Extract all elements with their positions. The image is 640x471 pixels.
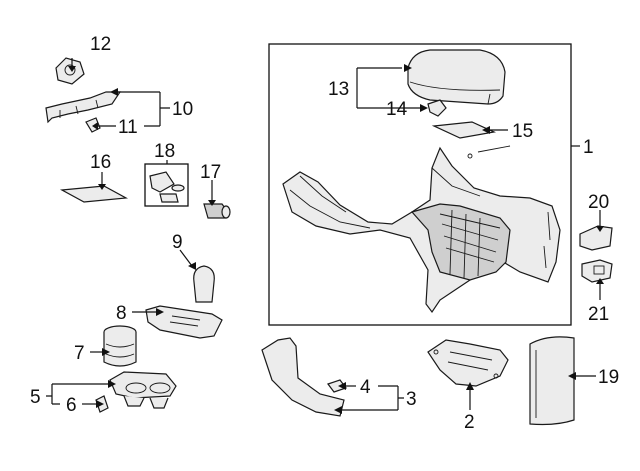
callout-19: 19	[598, 367, 619, 388]
end-panel-19	[529, 336, 575, 426]
callout-20: 20	[588, 192, 609, 213]
pin-detail	[477, 145, 511, 153]
callout-8: 8	[116, 303, 127, 324]
lighter-part-17	[203, 203, 231, 219]
callout-11: 11	[118, 117, 138, 138]
switch-part-21	[581, 259, 613, 283]
cup-holder-5	[109, 371, 177, 409]
shift-plate-8	[145, 305, 223, 339]
lid-pad	[431, 121, 497, 139]
switch-part-20	[579, 225, 613, 251]
callout-6: 6	[66, 395, 77, 416]
callout-7: 7	[74, 343, 85, 364]
callout-4: 4	[360, 377, 371, 398]
callout-10: 10	[172, 99, 193, 120]
armrest-lid	[407, 49, 506, 105]
lid-latch	[427, 99, 447, 117]
callout-13: 13	[328, 79, 349, 100]
leader-lines	[46, 58, 601, 411]
callout-5: 5	[30, 387, 41, 408]
callout-3: 3	[406, 389, 417, 410]
callout-16: 16	[90, 152, 111, 173]
mat-part-16	[59, 185, 129, 203]
console-assembly-frame	[268, 43, 572, 326]
shift-knob-9	[193, 265, 215, 303]
callout-14: 14	[386, 99, 408, 120]
callout-2: 2	[464, 412, 475, 433]
side-trim-3	[261, 337, 345, 417]
console-body	[282, 146, 561, 314]
callout-21: 21	[588, 304, 609, 325]
socket-part-18	[149, 171, 185, 203]
callout-1: 1	[583, 137, 594, 158]
callout-15: 15	[512, 121, 533, 142]
screw-detail	[467, 153, 473, 159]
cup-holder-7	[103, 325, 137, 367]
callout-17: 17	[200, 162, 221, 183]
leader-arrows	[68, 64, 604, 414]
trim-bracket-10	[45, 91, 122, 124]
callout-9: 9	[172, 232, 183, 253]
bracket-part-2	[427, 339, 509, 387]
callout-12: 12	[90, 34, 111, 55]
callout-18: 18	[154, 141, 175, 162]
switch-part-12	[55, 57, 85, 85]
